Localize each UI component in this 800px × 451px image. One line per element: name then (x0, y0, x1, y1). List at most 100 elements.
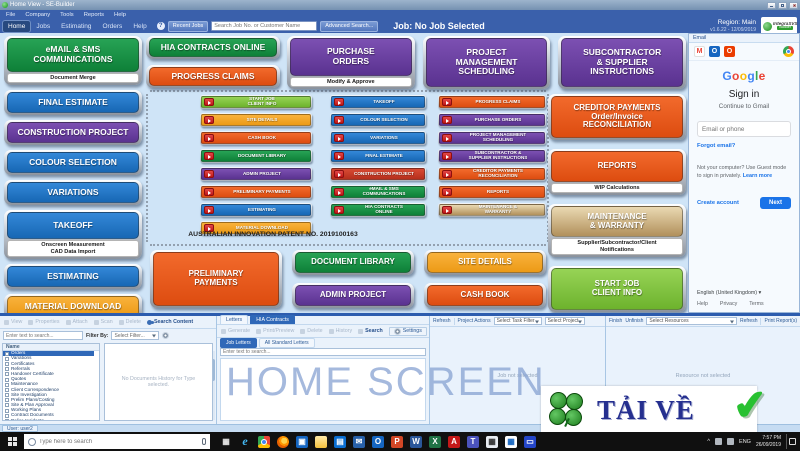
video-tutorial-button[interactable]: CREDITOR PAYMENTS RECONCILIATION (438, 167, 546, 181)
video-tutorial-button[interactable]: PURCHASE ORDERS (438, 113, 546, 127)
home-screen-button[interactable]: CONSTRUCTION PROJECT (4, 120, 142, 145)
expand-icon[interactable] (5, 377, 9, 382)
resources-select[interactable]: Select Resources (646, 317, 737, 325)
taskbar-app-icon[interactable] (258, 435, 270, 448)
gear-icon[interactable] (162, 332, 170, 339)
settings-button[interactable]: Settings (388, 326, 427, 336)
taskbar-search[interactable] (24, 434, 210, 449)
taskbar-app-icon[interactable] (277, 435, 289, 448)
tray-expand-icon[interactable]: ^ (707, 438, 711, 445)
menu-item[interactable]: Help (114, 11, 126, 18)
video-tutorial-button[interactable]: VARIATIONS (330, 131, 426, 145)
toolbar-button[interactable]: View (4, 319, 22, 325)
video-tutorial-button[interactable]: PROJECT MANAGEMENT SCHEDULING (438, 131, 546, 145)
nav-tab[interactable]: Orders (102, 22, 123, 30)
home-screen-button[interactable]: eMAIL & SMS COMMUNICATIONS Document Merg… (4, 36, 142, 85)
video-tutorial-button[interactable]: SUBCONTRACTOR & SUPPLIER INSTRUCTIONS (438, 149, 546, 163)
filter-select[interactable]: Select Filter... (111, 331, 160, 340)
home-screen-button[interactable]: VARIATIONS (4, 180, 142, 205)
home-screen-button[interactable]: PURCHASE ORDERS Modify & Approve (287, 36, 415, 89)
task-filter-select[interactable]: Select Project (544, 317, 586, 325)
taskbar-app-icon[interactable]: ▦ (505, 435, 517, 448)
search-content-button[interactable]: Search Content (147, 319, 193, 325)
recent-jobs-button[interactable]: Recent Jobs (167, 20, 209, 32)
taskbar-app-icon[interactable]: ✉ (353, 435, 365, 448)
video-tutorial-button[interactable]: ESTIMATING (200, 203, 312, 217)
video-tutorial-button[interactable]: TAKEOFF (330, 95, 426, 109)
toolbar-button[interactable]: Delete (119, 319, 141, 325)
taskbar-app-icon[interactable]: e (242, 434, 248, 448)
taskbar-app-icon[interactable]: ▣ (296, 435, 308, 448)
video-tutorial-button[interactable]: ADMIN PROJECT (200, 167, 312, 181)
letters-tab[interactable]: Letters (220, 315, 249, 324)
print-reports-link[interactable]: Print Report(s) (764, 318, 797, 324)
toolbar-button[interactable]: Generate (221, 328, 250, 334)
refresh-link[interactable]: Refresh (739, 318, 758, 324)
expand-icon[interactable] (5, 413, 9, 418)
home-screen-button[interactable]: ESTIMATING (4, 264, 142, 289)
job-search-input[interactable] (211, 21, 318, 31)
tree-item[interactable]: Client Correspondence (3, 387, 94, 392)
forgot-email-link[interactable]: Forgot email? (697, 143, 736, 149)
letters-tab[interactable]: HIA Contracts (250, 315, 295, 324)
nav-tab[interactable]: Jobs (36, 22, 51, 30)
tray-icon[interactable] (727, 438, 735, 445)
video-tutorial-button[interactable]: CASH BOOK (200, 131, 312, 145)
toolbar-button[interactable]: History (329, 328, 352, 334)
email-or-phone-input[interactable] (697, 121, 791, 137)
tree-item[interactable]: Site Investigation (3, 392, 94, 398)
home-screen-button[interactable]: PROJECT MANAGEMENT SCHEDULING (422, 36, 551, 89)
letters-search-input[interactable] (220, 348, 426, 356)
home-screen-button[interactable]: MATERIAL DOWNLOAD (4, 294, 142, 319)
help-icon[interactable]: ? (156, 22, 165, 30)
tree-item[interactable]: Contract Documents (3, 413, 94, 418)
close-icon[interactable] (789, 1, 798, 9)
notification-center-icon[interactable] (786, 434, 798, 449)
expand-icon[interactable] (5, 351, 9, 356)
tree-item[interactable]: Police Incidents (3, 418, 94, 420)
expand-icon[interactable] (5, 361, 9, 366)
expand-icon[interactable] (5, 419, 9, 420)
language-indicator[interactable]: ENG (739, 438, 751, 445)
taskbar-app-icon[interactable]: P (391, 435, 403, 448)
email-tab[interactable]: Email (689, 34, 799, 43)
taskbar-app-icon[interactable]: A (448, 435, 460, 448)
video-tutorial-button[interactable]: DOCUMENT LIBRARY (200, 149, 312, 163)
home-screen-button[interactable]: SITE DETAILS (424, 250, 546, 275)
home-screen-button[interactable]: TAKEOFF Onscreen Measurement CAD Data Im… (4, 210, 142, 259)
letters-subtab[interactable]: Job Letters (220, 337, 257, 348)
taskbar-app-icon[interactable]: ▤ (334, 435, 346, 448)
footer-link[interactable]: Help (697, 301, 708, 307)
video-tutorial-button[interactable]: PRELIMINARY PAYMENTS (200, 185, 312, 199)
expand-icon[interactable] (5, 372, 9, 377)
language-selector[interactable]: English (United Kingdom) ▾ (697, 290, 762, 296)
taskbar-app-icon[interactable]: ▭ (524, 435, 536, 448)
taskbar-app-icon[interactable]: T (467, 435, 479, 448)
maximize-icon[interactable] (778, 1, 787, 9)
home-screen-button[interactable]: PRELIMINARY PAYMENTS (150, 250, 282, 308)
nav-tab[interactable]: Help (133, 22, 147, 30)
footer-link[interactable]: Terms (749, 301, 764, 307)
taskbar-app-icon[interactable] (315, 435, 327, 448)
taskbar-app-icon[interactable]: ▦ (222, 437, 230, 446)
video-tutorial-button[interactable]: CONSTRUCTION PROJECT (330, 167, 426, 181)
home-screen-button[interactable]: MAINTENANCE & WARRANTY Supplier/Subcontr… (548, 204, 686, 257)
project-actions-link[interactable]: Project Actions (457, 318, 491, 324)
email-app-icon[interactable] (783, 46, 794, 57)
home-screen-button[interactable]: HIA CONTRACTS ONLINE (146, 36, 280, 59)
tree-item[interactable]: Prelim Plans/Costing (3, 397, 94, 403)
tree-item[interactable]: Handover Certificate (3, 371, 94, 377)
toolbar-button[interactable]: Print/Preview (256, 328, 294, 334)
tree-item[interactable]: Referrals (3, 366, 94, 372)
video-tutorial-button[interactable]: MATERIAL DOWNLOAD (200, 221, 312, 235)
taskbar-search-input[interactable] (39, 438, 199, 445)
expand-icon[interactable] (5, 367, 9, 372)
menu-item[interactable]: Company (25, 11, 51, 18)
expand-icon[interactable] (5, 398, 9, 403)
unfinish-link[interactable]: Unfinish (625, 318, 644, 324)
toolbar-button[interactable]: Delete (300, 328, 322, 334)
home-screen-button[interactable]: SUBCONTRACTOR & SUPPLIER INSTRUCTIONS (558, 36, 687, 89)
expand-icon[interactable] (5, 393, 9, 398)
taskbar-app-icon[interactable]: X (429, 435, 441, 448)
menu-item[interactable]: Tools (60, 11, 74, 18)
